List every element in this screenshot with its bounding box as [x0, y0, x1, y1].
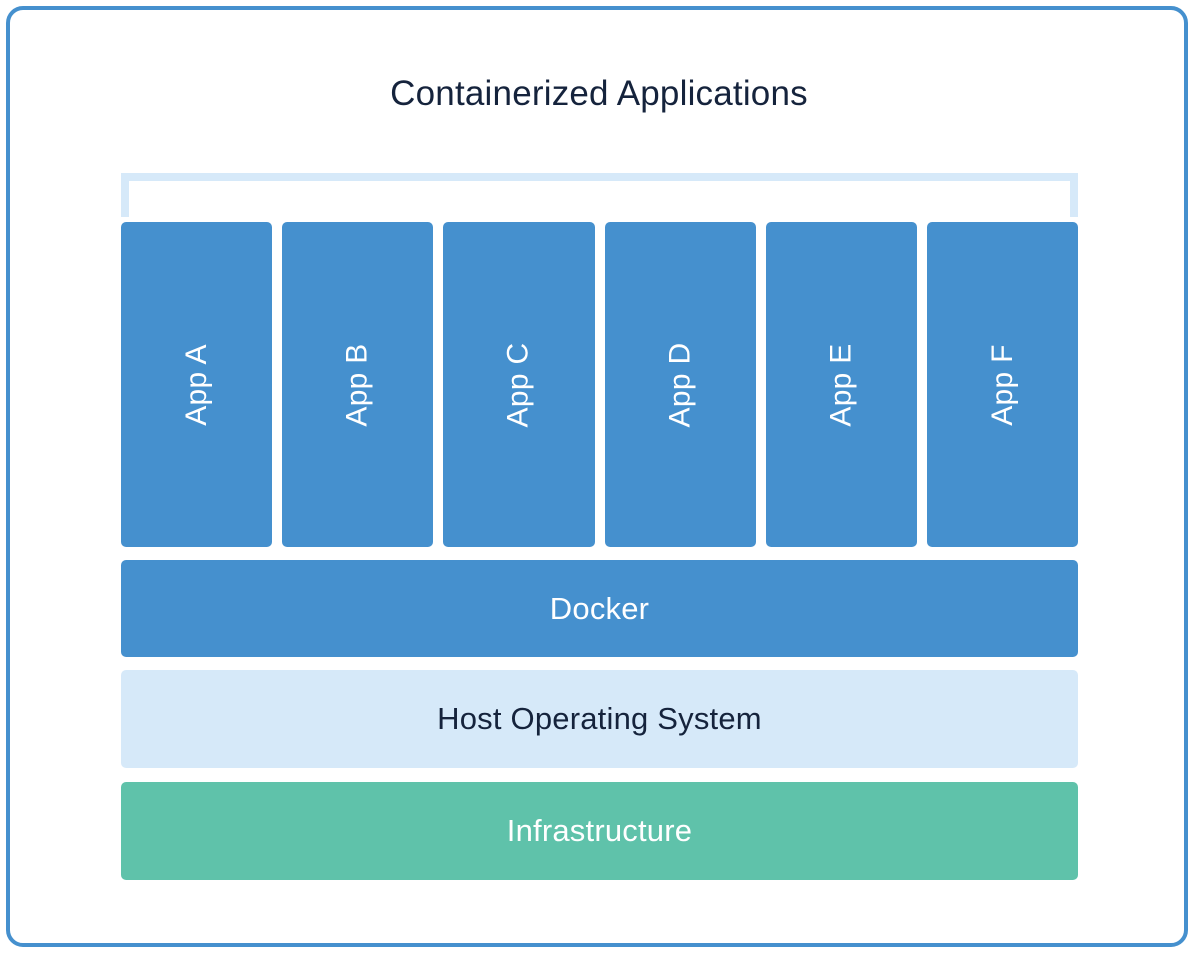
app-container-c[interactable]: App C — [443, 222, 595, 547]
app-container-b[interactable]: App B — [282, 222, 434, 547]
app-container-label: App F — [985, 343, 1019, 426]
app-container-f[interactable]: App F — [926, 222, 1079, 547]
app-container-label: App B — [340, 342, 374, 427]
app-container-label: App D — [663, 342, 697, 427]
app-container-label: App E — [824, 342, 858, 427]
layer-infrastructure[interactable]: Infrastructure — [121, 782, 1078, 880]
page-title: Containerized Applications — [390, 74, 808, 113]
container-grouping-bracket — [121, 173, 1078, 217]
app-container-a[interactable]: App A — [121, 222, 273, 547]
app-container-label: App C — [501, 342, 535, 427]
layer-docker[interactable]: Docker — [121, 560, 1078, 657]
layer-host-operating-system[interactable]: Host Operating System — [121, 670, 1078, 768]
app-container-d[interactable]: App D — [604, 222, 756, 547]
app-container-label: App A — [179, 343, 213, 426]
app-containers-row: App A App B App C App D App E App F — [121, 222, 1079, 547]
app-container-e[interactable]: App E — [765, 222, 917, 547]
